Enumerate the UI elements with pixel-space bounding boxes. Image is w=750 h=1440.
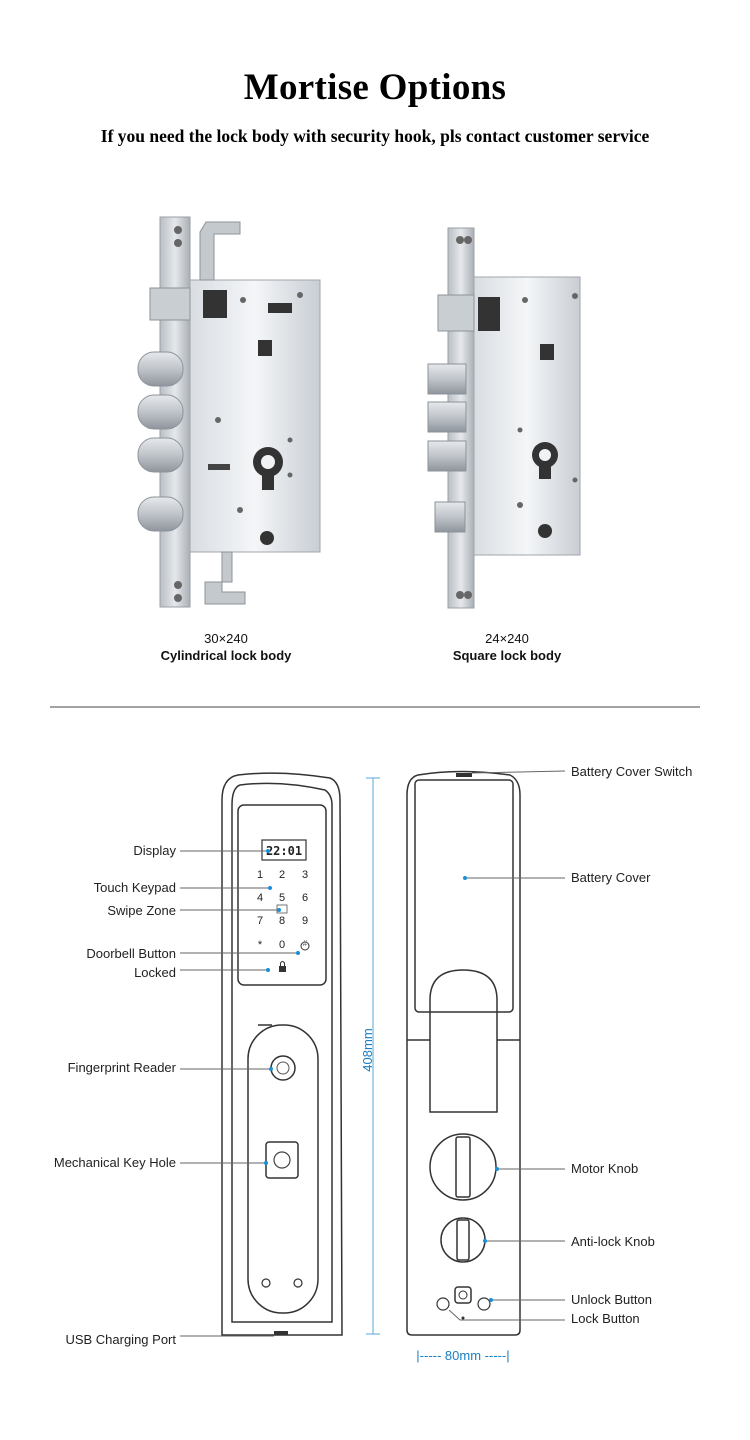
key-1[interactable]: 1: [256, 869, 264, 881]
leader-dots: [264, 849, 499, 1302]
screw-left: [261, 1278, 271, 1288]
fingerprint-reader: [270, 1055, 296, 1081]
key-4[interactable]: 4: [256, 892, 264, 904]
label-usb-charging-port: USB Charging Port: [65, 1332, 176, 1347]
square-lock-body-image: [427, 227, 581, 609]
round-bolts: [137, 351, 184, 532]
front-panel-outline: [221, 772, 343, 1336]
square-bolts: [427, 363, 467, 533]
doorbell-icon: [300, 941, 310, 951]
cylindrical-lock-body-image: [137, 216, 321, 608]
square-caption: 24×240 Square lock body: [397, 630, 617, 664]
key-2[interactable]: 2: [278, 869, 286, 881]
label-fingerprint-reader: Fingerprint Reader: [67, 1060, 176, 1075]
label-motor-knob: Motor Knob: [571, 1161, 639, 1176]
label-battery-cover-switch: Battery Cover Switch: [571, 764, 693, 779]
square-name: Square lock body: [452, 648, 562, 663]
cylindrical-name: Cylindrical lock body: [160, 648, 292, 663]
label-swipe-zone: Swipe Zone: [107, 903, 176, 918]
key-hole-icon: [273, 1151, 291, 1169]
label-unlock-button: Unlock Button: [571, 1292, 652, 1307]
mortise-illustrations: [50, 216, 700, 708]
cylindrical-caption: 30×240 Cylindrical lock body: [116, 630, 336, 664]
page-title: Mortise Options: [243, 67, 507, 108]
key-3[interactable]: 3: [301, 869, 309, 881]
page-subtitle: If you need the lock body with security …: [100, 126, 650, 146]
key-8[interactable]: 8: [278, 915, 286, 927]
display-time: 22:01: [266, 844, 302, 858]
dimension-height: 408mm: [360, 1028, 375, 1071]
label-lock-button: Lock Button: [571, 1311, 640, 1326]
square-size: 24×240: [485, 631, 529, 646]
label-display: Display: [133, 843, 176, 858]
dimension-height-line: [366, 777, 380, 1335]
label-locked: Locked: [134, 965, 176, 980]
dimension-width: |----- 80mm -----|: [416, 1348, 509, 1363]
battery-cover-switch: [456, 773, 472, 777]
key-star[interactable]: *: [257, 939, 263, 951]
key-5[interactable]: 5: [278, 892, 286, 904]
display-screen: [261, 839, 307, 861]
label-mechanical-key-hole: Mechanical Key Hole: [53, 1155, 176, 1170]
locked-icon: [279, 966, 286, 972]
leader-lines: [180, 770, 566, 1337]
key-7[interactable]: 7: [256, 915, 264, 927]
screw-right: [293, 1278, 303, 1288]
swipe-zone-icon: [276, 904, 288, 914]
label-anti-lock-knob: Anti-lock Knob: [571, 1234, 655, 1249]
key-6[interactable]: 6: [301, 892, 309, 904]
unlock-button-icon: [477, 1297, 491, 1311]
fingerprint-sensor-icon: [276, 1061, 290, 1075]
lock-button-icon: [436, 1297, 450, 1311]
back-panel-outline: [406, 770, 521, 1336]
usb-port: [274, 1331, 288, 1335]
key-0[interactable]: 0: [278, 939, 286, 951]
center-screw: [458, 1290, 468, 1300]
label-touch-keypad: Touch Keypad: [93, 880, 176, 895]
key-hash[interactable]: #: [302, 939, 308, 948]
label-battery-cover: Battery Cover: [571, 870, 651, 885]
key-9[interactable]: 9: [301, 915, 309, 927]
label-doorbell-button: Doorbell Button: [86, 946, 176, 961]
cylindrical-size: 30×240: [204, 631, 248, 646]
